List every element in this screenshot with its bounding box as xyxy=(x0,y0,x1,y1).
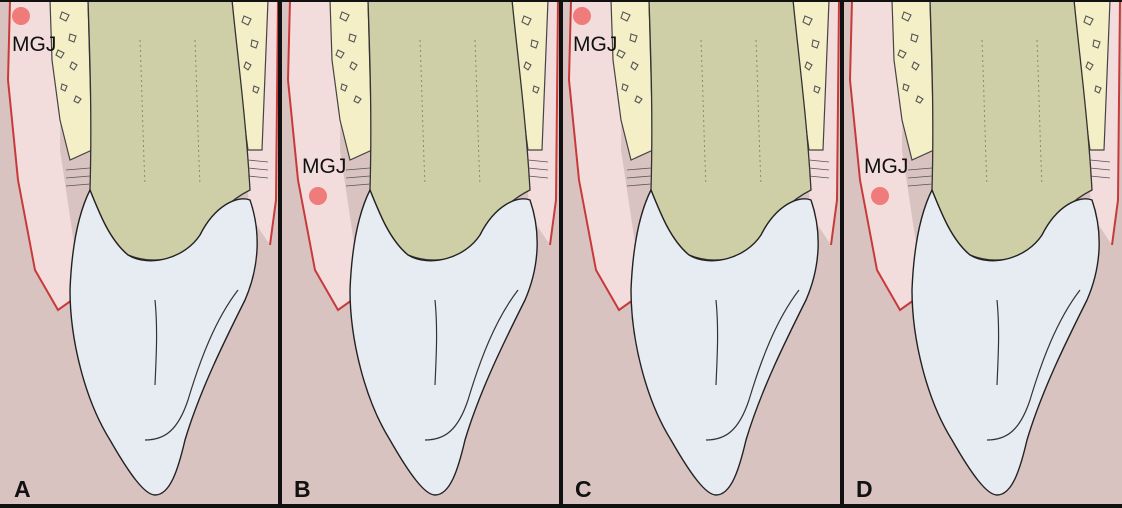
panel-d: MGJ D xyxy=(842,0,1122,508)
mgj-marker-dot xyxy=(12,7,30,25)
panel-letter: D xyxy=(856,476,873,502)
tooth-illustration xyxy=(0,0,281,508)
mgj-marker-dot xyxy=(309,187,327,205)
panel-a: MGJ A xyxy=(0,0,281,508)
mgj-label: MGJ xyxy=(864,155,908,178)
mgj-label: MGJ xyxy=(573,33,617,56)
mgj-label: MGJ xyxy=(12,33,56,56)
panel-c: MGJ C xyxy=(561,0,842,508)
mgj-label: MGJ xyxy=(302,155,346,178)
panel-letter: C xyxy=(575,476,592,502)
panel-b: MGJ B xyxy=(280,0,561,508)
tooth-illustration xyxy=(842,0,1122,508)
panel-letter: B xyxy=(294,476,311,502)
mgj-marker-dot xyxy=(871,187,889,205)
tooth-illustration xyxy=(561,0,842,508)
tooth-illustration xyxy=(280,0,561,508)
panel-letter: A xyxy=(14,476,31,502)
mgj-marker-dot xyxy=(573,7,591,25)
